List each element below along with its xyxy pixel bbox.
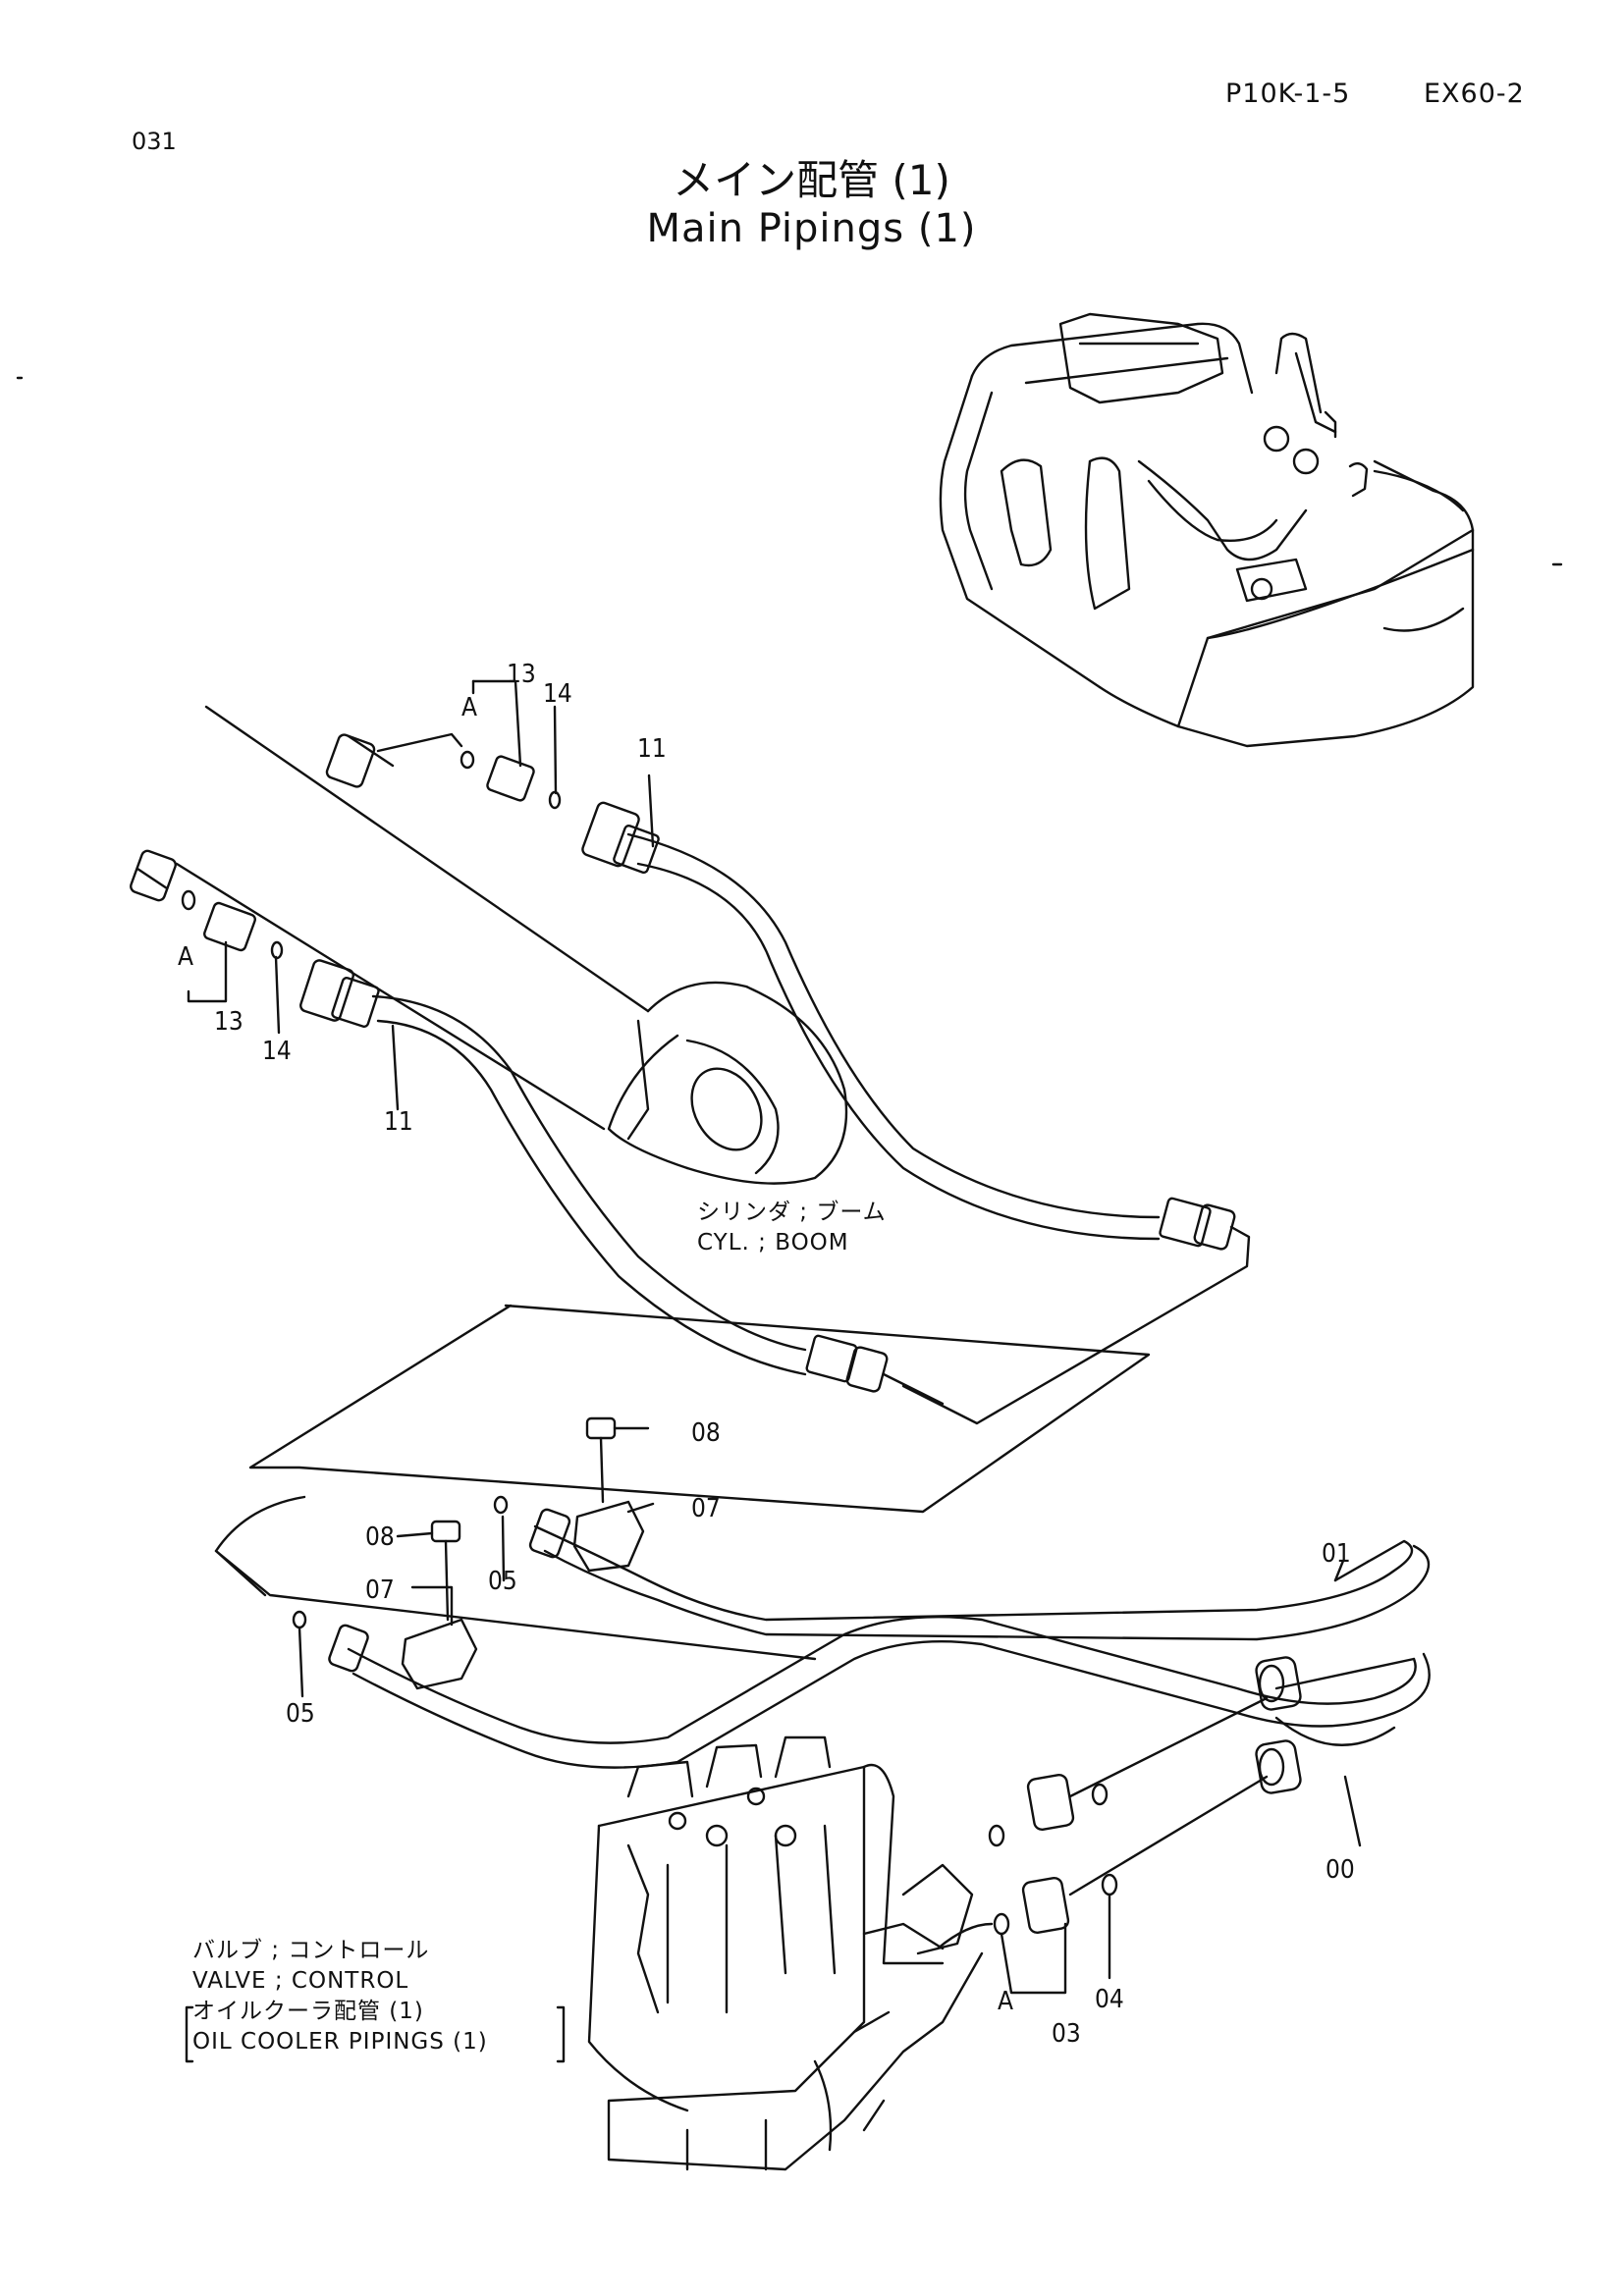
valve-fittings — [936, 1559, 1362, 1995]
callout-11-top: 11 — [637, 734, 667, 764]
callout-05-left: 05 — [286, 1699, 315, 1729]
callout-14-mid: 14 — [262, 1037, 292, 1066]
excavator-overview-illustration — [16, 312, 1563, 748]
callout-01: 01 — [1322, 1539, 1351, 1569]
callout-05-mid: 05 — [488, 1567, 517, 1596]
callout-08-left: 08 — [365, 1522, 395, 1552]
callout-08-right: 08 — [691, 1418, 721, 1448]
control-valve-caption: バルブ ; コントロール VALVE ; CONTROL オイルクーラ配管 (1… — [192, 1936, 488, 2057]
pipe-lines-lower — [214, 1495, 1431, 1794]
frame-plate-upper — [248, 1304, 1151, 1514]
callout-a-mid: A — [178, 942, 193, 972]
callout-04: 04 — [1095, 1985, 1124, 2014]
page-code: P10K-1-5 — [1225, 79, 1351, 109]
oil-cooler-caption-jp: オイルクーラ配管 (1) — [192, 1999, 424, 2024]
callout-03: 03 — [1052, 2019, 1081, 2049]
control-valve-caption-en: VALVE ; CONTROL — [192, 1968, 409, 1994]
control-valve-illustration — [587, 1735, 984, 2171]
model-code: EX60-2 — [1424, 79, 1525, 109]
boom-cylinder-caption-jp: シリンダ ; ブーム — [697, 1200, 887, 1225]
boom-cylinder-illustration — [135, 705, 848, 1185]
callout-a-bottom: A — [998, 1987, 1013, 2016]
callout-11-mid: 11 — [384, 1107, 413, 1137]
leader-lines-upper — [187, 679, 655, 1111]
oil-cooler-caption-en: OIL COOLER PIPINGS (1) — [192, 2029, 488, 2055]
page-title-jp: メイン配管 (1) — [673, 156, 950, 204]
boom-cylinder-caption: シリンダ ; ブーム CYL. ; BOOM — [697, 1198, 887, 1258]
callout-a-top: A — [461, 693, 477, 722]
boom-cylinder-caption-en: CYL. ; BOOM — [697, 1230, 849, 1255]
callout-07-right: 07 — [691, 1494, 721, 1523]
callout-13-mid: 13 — [214, 1007, 243, 1037]
hose-assembly-11 — [299, 801, 1251, 1425]
adapters-and-orings — [130, 733, 562, 960]
callout-13-top: 13 — [507, 660, 536, 689]
page-number: 031 — [132, 128, 177, 155]
page-title-en: Main Pipings (1) — [646, 206, 977, 251]
callout-07-left: 07 — [365, 1575, 395, 1605]
clamps-and-bolts — [298, 1416, 655, 1698]
control-valve-caption-jp: バルブ ; コントロール — [192, 1938, 430, 1963]
callout-00: 00 — [1325, 1855, 1355, 1885]
caption-bracket — [185, 2005, 566, 2063]
callout-14-top: 14 — [543, 679, 572, 709]
